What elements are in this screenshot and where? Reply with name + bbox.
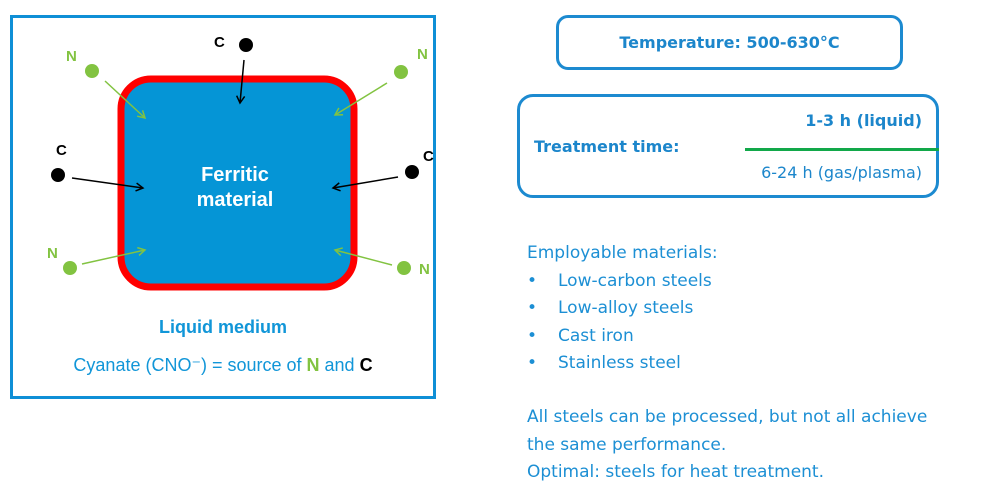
- nitrogen-arrow-bottom-left: [81, 246, 147, 265]
- treatment-time-label: Treatment time:: [534, 137, 680, 156]
- employable-materials: Employable materials: • Low-carbon steels…: [527, 240, 718, 378]
- list-item: • Low-carbon steels: [527, 268, 718, 296]
- cyanate-caption-n: N: [306, 355, 320, 375]
- nitrogen-arrow-bottom-right: [333, 247, 393, 266]
- bullet-icon: •: [527, 325, 538, 346]
- bullet-icon: •: [527, 270, 538, 291]
- list-item: • Low-alloy steels: [527, 295, 718, 323]
- processing-notes: All steels can be processed, but not all…: [527, 404, 927, 487]
- materials-list: • Low-carbon steels • Low-alloy steels • Ca…: [527, 268, 718, 378]
- material-item-label: Cast iron: [558, 325, 634, 346]
- notes-line-3: Optimal: steels for heat treatment.: [527, 462, 825, 482]
- core-label-line2: material: [196, 189, 274, 211]
- treatment-time-liquid: 1-3 h (liquid): [805, 111, 922, 130]
- nitrogen-atom-top-right: [394, 65, 408, 79]
- nitrogen-label-bottom-right: N: [419, 261, 430, 278]
- cyanate-caption-and: and: [319, 355, 360, 375]
- carbon-label-top: C: [214, 34, 225, 51]
- treatment-time-gas-plasma: 6-24 h (gas/plasma): [761, 163, 922, 182]
- temperature-box: Temperature: 500-630°C: [556, 15, 903, 70]
- ferritic-material-block: [117, 75, 358, 291]
- list-item: • Stainless steel: [527, 350, 718, 378]
- carbon-arrow-left: [71, 177, 145, 192]
- core-label-line1: Ferritic: [201, 164, 269, 186]
- notes-line-1: All steels can be processed, but not all…: [527, 407, 928, 427]
- bullet-icon: •: [527, 353, 538, 373]
- temperature-label: Temperature: 500-630°C: [619, 33, 840, 52]
- material-item-label: Stainless steel: [558, 353, 681, 373]
- liquid-medium-title: Liquid medium: [159, 317, 287, 337]
- list-item: • Cast iron: [527, 323, 718, 351]
- nitrogen-arrow-top-left: [104, 80, 147, 120]
- material-item-label: Low-alloy steels: [558, 298, 694, 318]
- materials-heading: Employable materials:: [527, 243, 718, 263]
- liquid-medium-frame: [10, 15, 436, 399]
- nitrogen-label-bottom-left: N: [47, 245, 58, 262]
- cyanate-caption-c: C: [359, 355, 373, 375]
- nitrogen-label-top-right: N: [417, 46, 428, 63]
- notes-line-2: the same performance.: [527, 434, 727, 455]
- treatment-time-box: Treatment time: 1-3 h (liquid) 6-24 h (g…: [517, 94, 939, 198]
- carbon-atom-right: [405, 165, 419, 179]
- nitrogen-atom-top-left: [85, 64, 99, 78]
- treatment-time-divider: [745, 148, 939, 151]
- carbon-arrow-right: [331, 176, 399, 192]
- cyanate-caption-prefix: Cyanate (CNO⁻) = source of: [73, 355, 307, 375]
- nitrogen-atom-bottom-right: [397, 261, 411, 275]
- carbon-atom-left: [51, 168, 65, 182]
- bullet-icon: •: [527, 298, 538, 318]
- carbon-atom-top: [239, 38, 253, 52]
- nitrogen-arrow-top-right: [333, 82, 388, 116]
- ferritic-material-label: Ferritic material: [118, 163, 352, 213]
- carbon-label-right: C: [423, 148, 434, 165]
- nitrogen-label-top-left: N: [66, 48, 77, 65]
- cyanate-caption: Cyanate (CNO⁻) = source of N and C: [10, 355, 436, 376]
- material-item-label: Low-carbon steels: [558, 270, 712, 291]
- carbon-label-left: C: [56, 142, 67, 159]
- nitrogen-atom-bottom-left: [63, 261, 77, 275]
- carbon-arrow-top: [235, 59, 246, 105]
